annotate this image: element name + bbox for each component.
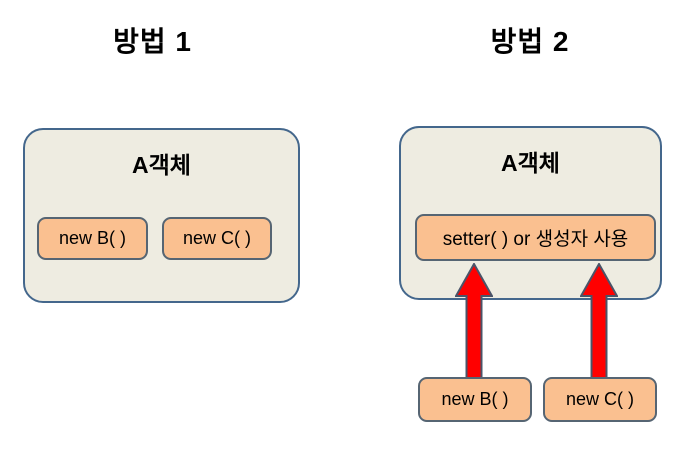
red-up-arrow-right-icon — [580, 263, 618, 381]
method1-container-label: A객체 — [132, 152, 191, 178]
red-up-arrow-left-icon — [455, 263, 493, 381]
method2-node-new-c: new C( ) — [543, 377, 657, 422]
method1-node-new-c: new C( ) — [162, 217, 272, 260]
method2-container: A객체 setter( ) or 생성자 사용 — [399, 126, 662, 300]
method2-setter-node: setter( ) or 생성자 사용 — [415, 214, 656, 261]
method2-container-label: A객체 — [501, 150, 560, 176]
method1-title: 방법 1 — [113, 26, 192, 57]
method2-title: 방법 2 — [490, 26, 570, 57]
method2-node-new-b: new B( ) — [418, 377, 532, 422]
method1-container: A객체 new B( ) new C( ) — [23, 128, 300, 303]
method1-node-new-b: new B( ) — [37, 217, 148, 260]
